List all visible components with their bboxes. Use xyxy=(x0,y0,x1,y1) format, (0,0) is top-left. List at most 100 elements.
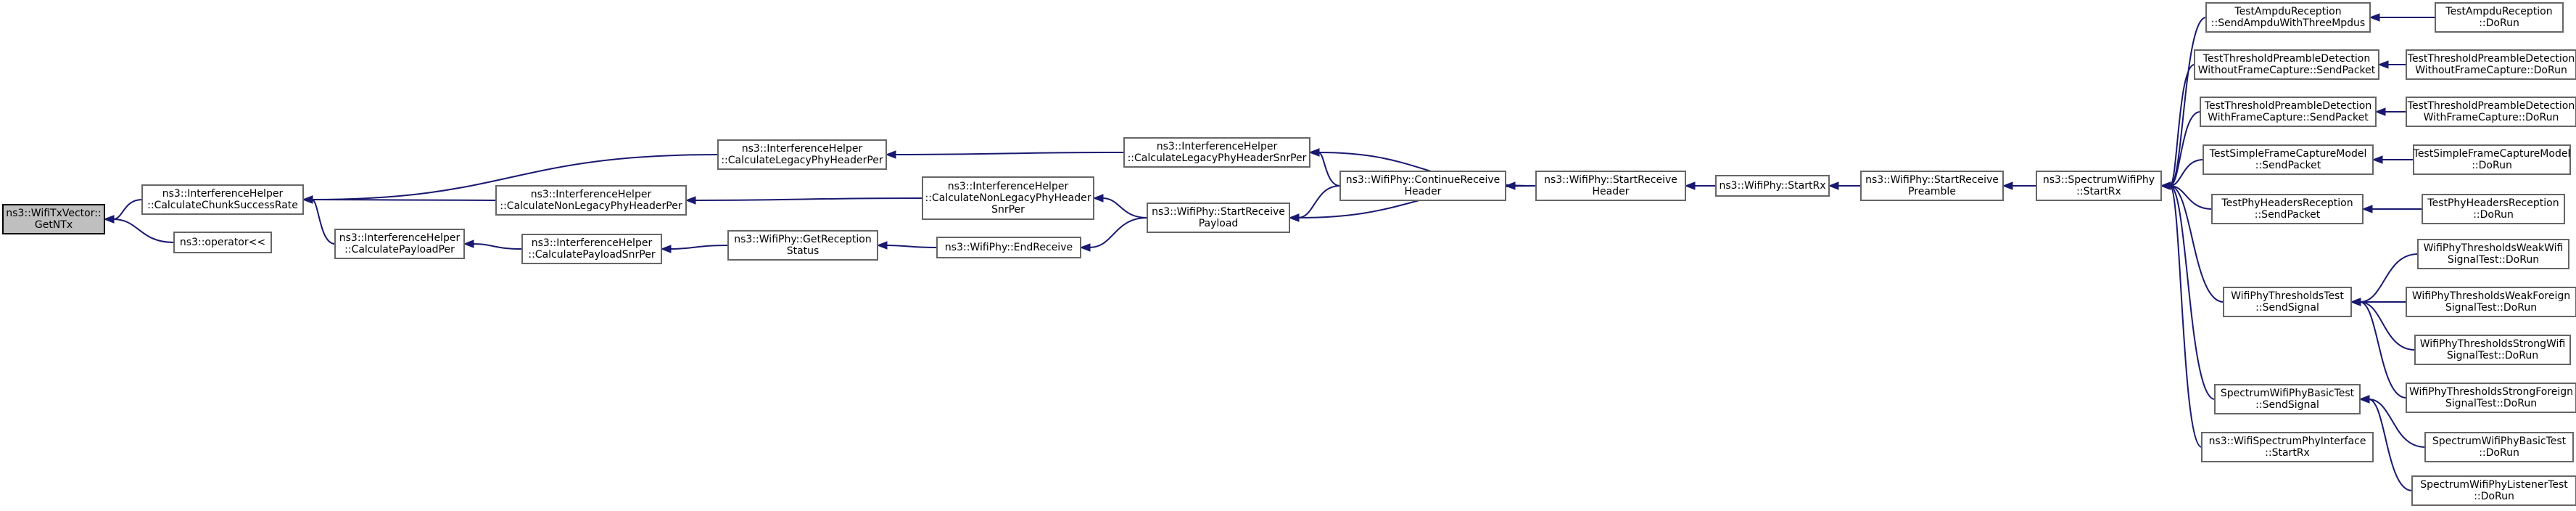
node-label-line: ns3::InterferenceHelper xyxy=(742,143,863,155)
node-box xyxy=(2223,287,2352,317)
node-box xyxy=(2,204,105,234)
node-spectrum_start_rx[interactable]: ns3::SpectrumWifiPhy::StartRx xyxy=(2036,171,2162,201)
node-phyheaders_dorun[interactable]: TestPhyHeadersReception::DoRun xyxy=(2422,194,2565,224)
node-label-line: TestThresholdPreambleDetection xyxy=(2203,53,2370,65)
node-calc_legacy_phyheader_per[interactable]: ns3::InterferenceHelper::CalculateLegacy… xyxy=(717,139,887,170)
node-calc_payload_snr_per[interactable]: ns3::InterferenceHelper::CalculatePayloa… xyxy=(521,234,662,264)
node-label-line: ::CalculateNonLegacyPhyHeaderPer xyxy=(500,200,682,212)
node-box xyxy=(2201,432,2374,462)
node-label-line: WithFrameCapture::SendPacket xyxy=(2208,112,2369,123)
node-wifiphy_start_rx[interactable]: ns3::WifiPhy::StartRx xyxy=(1715,175,1830,197)
node-label-line: SignalTest::DoRun xyxy=(2445,302,2537,314)
node-label-line: ::DoRun xyxy=(2479,17,2519,29)
node-wifispectrum_start_rx[interactable]: ns3::WifiSpectrumPhyInterface::StartRx xyxy=(2201,432,2374,462)
edge-strong_foreign_dorun-to-thresholds_send_signal xyxy=(2350,298,2407,398)
edge-start_receive_payload-to-end_receive xyxy=(1079,217,1148,252)
edge-arrowhead xyxy=(2371,155,2383,164)
node-strong_foreign_dorun[interactable]: WifiPhyThresholdsStrongForeignSignalTest… xyxy=(2406,383,2576,413)
edge-line xyxy=(886,245,938,248)
edge-get_reception_status-to-calc_payload_snr_per xyxy=(660,245,729,253)
edge-ampdu_send-to-spectrum_start_rx xyxy=(2160,17,2207,190)
edge-line xyxy=(669,245,729,250)
node-label-line: TestThresholdPreambleDetection xyxy=(2407,100,2575,112)
edge-calc_payload_per-to-calc_chunk_success_rate xyxy=(302,195,336,245)
node-threshold_without_send[interactable]: TestThresholdPreambleDetectionWithoutFra… xyxy=(2194,49,2379,80)
node-threshold_without_dorun[interactable]: TestThresholdPreambleDetectionWithoutFra… xyxy=(2406,49,2576,80)
node-label-line: ::CalculateNonLegacyPhyHeader xyxy=(925,192,1091,204)
node-label-line: TestThresholdPreambleDetection xyxy=(2204,100,2371,112)
node-label-line: SpectrumWifiPhyListenerTest xyxy=(2420,479,2568,491)
edge-wifiphy_start_rx-to-start_receive_header xyxy=(1684,181,1717,190)
node-phyheaders_send[interactable]: TestPhyHeadersReception::SendPacket xyxy=(2211,194,2364,224)
node-label-line: WifiPhyThresholdsTest xyxy=(2231,290,2344,302)
node-label-line: ::CalculateChunkSuccessRate xyxy=(147,200,298,211)
node-listener_dorun[interactable]: SpectrumWifiPhyListenerTest::DoRun xyxy=(2411,475,2576,506)
edge-calc_legacy_phyheader_per-to-calc_chunk_success_rate xyxy=(302,154,719,204)
node-wifitxvector_getntx[interactable]: ns3::WifiTxVector::GetNTx xyxy=(2,204,105,234)
node-label-line: ns3::WifiPhy::StartRx xyxy=(1720,180,1826,192)
node-label-line: Status xyxy=(787,245,820,257)
edge-calc_payload_snr_per-to-calc_payload_per xyxy=(463,240,523,250)
node-ampdu_send[interactable]: TestAmpduReception::SendAmpduWithThreeMp… xyxy=(2205,2,2371,33)
node-label-line: GetNTx xyxy=(35,219,73,231)
node-weak_foreign_dorun[interactable]: WifiPhyThresholdsWeakForeignSignalTest::… xyxy=(2406,287,2576,317)
node-calc_nonlegacy_phyheader_per[interactable]: ns3::InterferenceHelper::CalculateNonLeg… xyxy=(495,185,687,216)
node-weak_wifi_dorun[interactable]: WifiPhyThresholdsWeakWifiSignalTest::DoR… xyxy=(2417,239,2569,269)
node-label-line: Header xyxy=(1593,186,1630,197)
node-label-line: TestThresholdPreambleDetection xyxy=(2407,53,2575,65)
node-box xyxy=(141,184,304,215)
node-end_receive[interactable]: ns3::WifiPhy::EndReceive xyxy=(936,237,1081,258)
node-label-line: ns3::WifiPhy::GetReception xyxy=(734,234,871,245)
node-box xyxy=(495,185,687,216)
edge-arrowhead xyxy=(885,150,896,159)
node-label-line: ::DoRun xyxy=(2473,209,2514,221)
edge-ampdu_dorun-to-ampdu_send xyxy=(2369,13,2435,22)
node-simple_capture_send[interactable]: TestSimpleFrameCaptureModel::SendPacket xyxy=(2203,144,2374,175)
node-label-line: WithoutFrameCapture::SendPacket xyxy=(2198,65,2376,76)
node-thresholds_send_signal[interactable]: WifiPhyThresholdsTest::SendSignal xyxy=(2223,287,2352,317)
edge-line xyxy=(694,197,923,201)
node-label-line: ns3::InterferenceHelper xyxy=(531,189,652,200)
node-strong_wifi_dorun[interactable]: WifiPhyThresholdsStrongWifiSignalTest::D… xyxy=(2414,335,2571,365)
edge-arrowhead xyxy=(463,240,474,248)
edge-arrowhead xyxy=(2002,181,2013,190)
node-box xyxy=(1860,171,2004,201)
edge-line xyxy=(2359,301,2416,351)
node-calc_chunk_success_rate[interactable]: ns3::InterferenceHelper::CalculateChunkS… xyxy=(141,184,304,215)
node-box xyxy=(2406,97,2576,127)
node-label-line: SignalTest::DoRun xyxy=(2448,254,2539,266)
node-ampdu_dorun[interactable]: TestAmpduReception::DoRun xyxy=(2435,2,2564,33)
node-label-line: SpectrumWifiPhyBasicTest xyxy=(2432,436,2567,447)
node-box xyxy=(2411,475,2576,506)
node-calc_nonlegacy_phyheader_snr_per[interactable]: ns3::InterferenceHelper::CalculateNonLeg… xyxy=(922,176,1094,220)
node-box xyxy=(2194,49,2379,80)
node-calc_payload_per[interactable]: ns3::InterferenceHelper::CalculatePayloa… xyxy=(334,229,465,259)
node-simple_capture_dorun[interactable]: TestSimpleFrameCaptureModel::DoRun xyxy=(2413,144,2571,175)
node-label-line: SnrPer xyxy=(991,204,1025,216)
edge-spectrum_start_rx-to-start_receive_preamble xyxy=(2002,181,2037,190)
node-label-line: Preamble xyxy=(1908,186,1956,197)
edge-line xyxy=(2359,301,2407,398)
node-basic_send_signal[interactable]: SpectrumWifiPhyBasicTest::SendSignal xyxy=(2214,384,2361,414)
node-label-line: ns3::operator<< xyxy=(180,237,265,248)
node-operator_lshift[interactable]: ns3::operator<< xyxy=(173,232,272,253)
node-label-line: SignalTest::DoRun xyxy=(2447,350,2538,361)
node-label-line: ns3::WifiPhy::EndReceive xyxy=(945,242,1073,253)
node-basic_dorun[interactable]: SpectrumWifiPhyBasicTest::DoRun xyxy=(2424,432,2574,462)
node-threshold_with_dorun[interactable]: TestThresholdPreambleDetectionWithFrameC… xyxy=(2406,97,2576,127)
node-box xyxy=(717,139,887,170)
node-calc_legacy_phyheader_snr_per[interactable]: ns3::InterferenceHelper::CalculateLegacy… xyxy=(1123,137,1310,168)
node-threshold_with_send[interactable]: TestThresholdPreambleDetectionWithFrameC… xyxy=(2200,97,2377,127)
edge-threshold_without_dorun-to-threshold_without_send xyxy=(2377,60,2406,69)
edge-arrowhead xyxy=(1828,181,1839,190)
node-label-line: ns3::WifiPhy::ContinueReceive xyxy=(1346,174,1500,186)
node-label-line: ns3::InterferenceHelper xyxy=(1157,141,1278,152)
node-box xyxy=(2203,144,2374,175)
node-label-line: ::StartRx xyxy=(2265,447,2310,459)
node-label-line: ::DoRun xyxy=(2474,491,2514,502)
